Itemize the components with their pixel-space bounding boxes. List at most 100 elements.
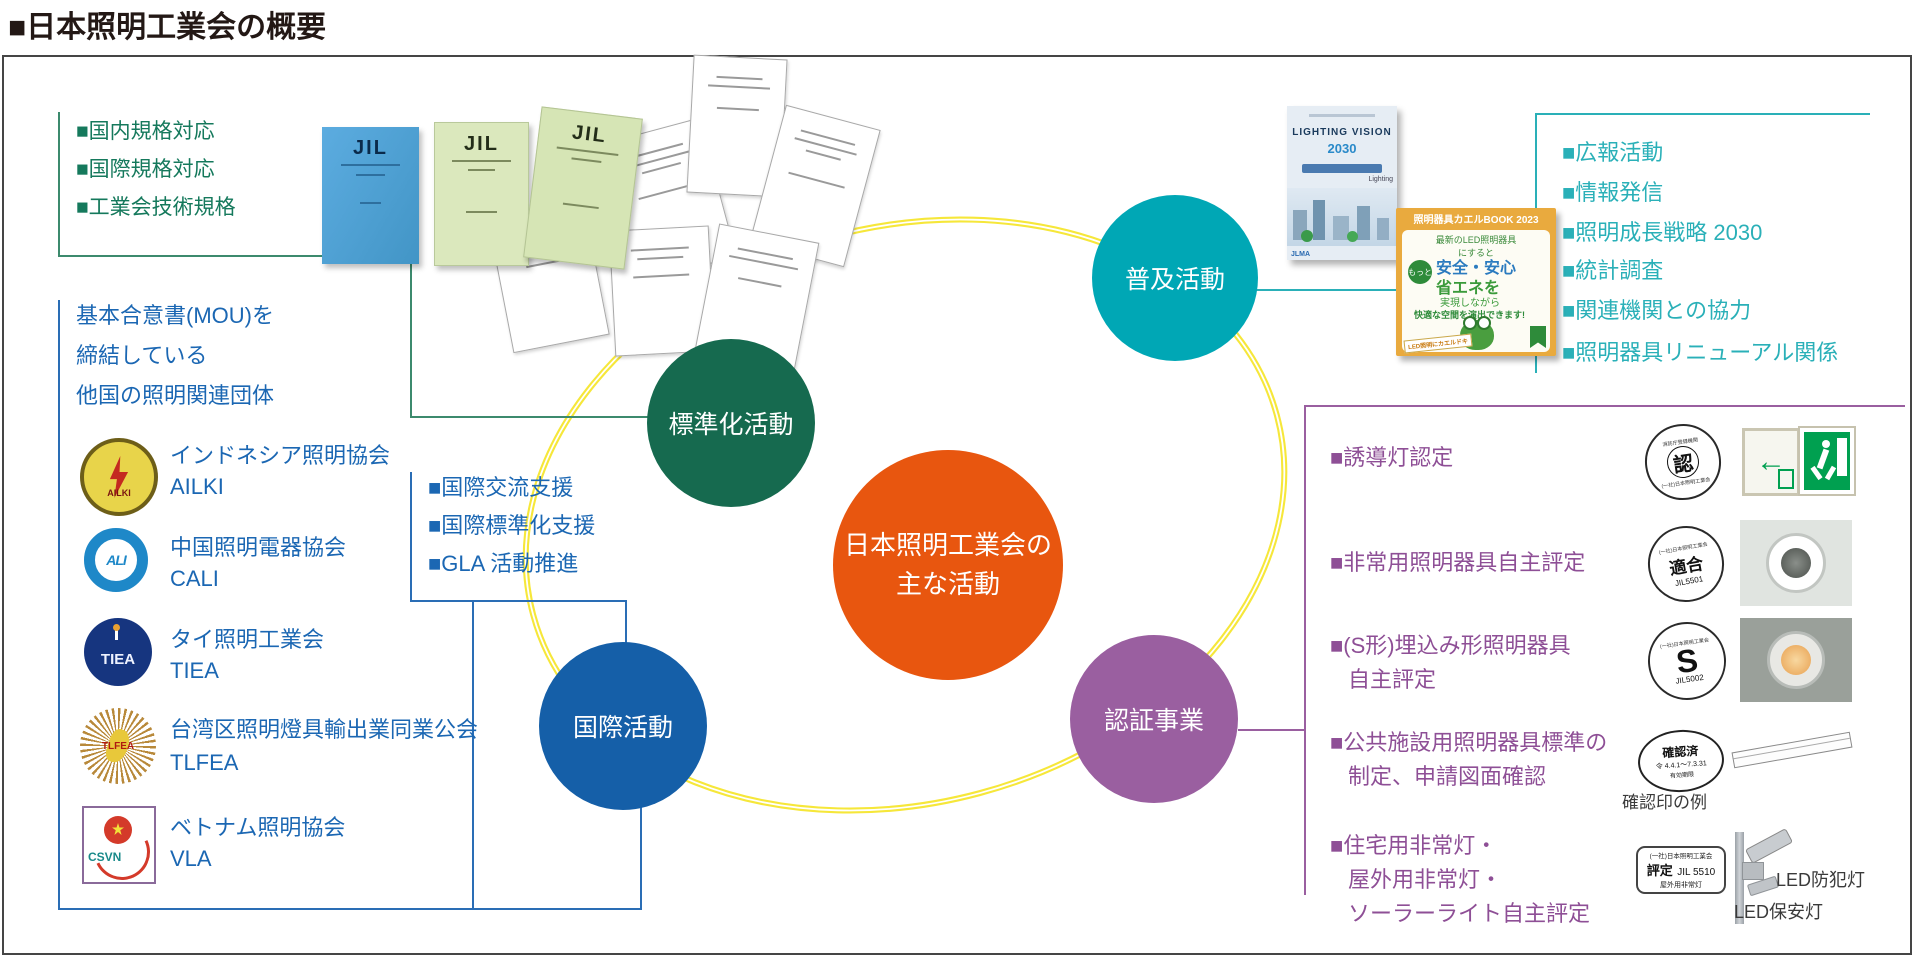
kaeru-ribbon: [1530, 326, 1546, 348]
member-acronym: AILKI: [170, 474, 224, 499]
exit-sign-runner-panel: [1798, 426, 1856, 496]
connector-mou-left: [58, 300, 60, 910]
cert-item-line2: 制定、申請図面確認: [1348, 764, 1547, 789]
member-acronym: TLFEA: [170, 750, 239, 775]
circle-standardization: 標準化活動: [647, 339, 815, 507]
connector-mou-right: [472, 600, 474, 908]
kaeru-header: 照明器具カエルBOOK 2023: [1413, 215, 1539, 226]
hyotei-line1: (一社)日本照明工業会: [1649, 853, 1713, 860]
runner-leg: [1824, 465, 1837, 481]
page-title: ■日本照明工業会の概要: [8, 11, 327, 44]
s-mark-center: S: [1673, 641, 1701, 680]
center-circle-line2: 主な活動: [895, 569, 1000, 599]
mou-heading-line: 締結している: [76, 343, 208, 368]
book-text-line: [571, 157, 602, 164]
lv-tree-icon: [1301, 230, 1313, 242]
standards-item: ■工業会技術規格: [76, 196, 236, 219]
circle-label: 認証事業: [1103, 707, 1204, 735]
kaeru-panel: 最新のLED照明器具 にすると もっと 安全・安心 省エネを 実現しながら 快適…: [1402, 230, 1550, 354]
kaeru-book-pamphlet: 照明器具カエルBOOK 2023 最新のLED照明器具 にすると もっと 安全・…: [1396, 208, 1556, 356]
connector-standards-drop: [410, 255, 412, 418]
member-name: 中国照明電器協会: [170, 535, 347, 560]
led-bohan-label: LED防犯灯: [1776, 870, 1866, 890]
intl-item: ■国際交流支援: [428, 475, 574, 500]
tiea-flame-icon: [113, 624, 120, 631]
connector-standards-to-circle: [410, 416, 672, 418]
exit-door-icon: [1778, 469, 1794, 489]
connector-standards-bottom: [58, 255, 412, 257]
circle-dissemination: 普及活動: [1092, 195, 1258, 361]
exit-arrow-icon: ←: [1756, 445, 1786, 478]
connector-intl-to-circle: [625, 600, 627, 648]
connector-ninsho-top: [1304, 405, 1905, 407]
circle-label: 普及活動: [1124, 266, 1225, 294]
cert-item: ■公共施設用照明器具標準の: [1330, 730, 1608, 755]
intl-item: ■GLA 活動推進: [428, 551, 579, 576]
circle-certification: 認証事業: [1070, 635, 1238, 803]
fukyu-item: ■広報活動: [1562, 140, 1664, 165]
kaeru-line2: 省エネを: [1436, 280, 1501, 297]
ailki-logo: AILKI: [80, 438, 158, 516]
member-acronym: VLA: [170, 846, 212, 871]
book-text-line: [359, 202, 382, 204]
book-text-line: [468, 169, 495, 171]
runner-body: [1816, 448, 1830, 470]
jil-book-label: JIL: [464, 133, 499, 155]
hyotei-line2-rest: JIL 5510: [1677, 867, 1716, 878]
cali-logo-text: ALI: [106, 552, 127, 568]
led-hoan-label: LED保安灯: [1734, 902, 1824, 922]
tiea-torch-icon: [115, 628, 118, 640]
fukyu-item: ■照明成長戦略 2030: [1562, 220, 1763, 245]
recessed-light-photo: [1740, 618, 1852, 702]
book-text-line: [451, 160, 512, 162]
kaeru-lead2: にすると: [1457, 248, 1495, 258]
book-text-line: [355, 174, 386, 176]
book-text-line: [562, 202, 599, 210]
connector-intl-left: [410, 472, 412, 602]
center-circle-line1: 日本照明工業会の: [843, 530, 1052, 560]
circle-international: 国際活動: [539, 642, 707, 810]
jil-book-green-1: JIL: [434, 122, 529, 266]
stamp-example-caption: 確認印の例: [1622, 793, 1707, 812]
tlfea-logo: TLFEA: [80, 708, 156, 784]
kaeru-tag: LED照明にカエルドキ: [1403, 333, 1473, 354]
fukyu-item: ■統計調査: [1562, 258, 1664, 283]
kaeru-line3: 実現しながら: [1440, 298, 1500, 309]
lv-tree-icon: [1347, 231, 1358, 242]
circle-label: 標準化活動: [668, 411, 794, 439]
lv-city-illustration: Lighting: [1287, 176, 1397, 246]
member-name: ベトナム照明協会: [170, 815, 346, 840]
hyotei-line3: 屋外用非常灯: [1660, 882, 1702, 889]
nin-mark-center: 認: [1664, 443, 1702, 481]
streetlight-bracket: [1742, 862, 1764, 880]
kaeru-line4: 快適な空間を演出できます!: [1414, 310, 1525, 320]
exit-sign-arrow-panel: ←: [1742, 428, 1800, 496]
member-name: タイ照明工業会: [170, 627, 325, 652]
cert-item: ■非常用照明器具自主評定: [1330, 550, 1586, 575]
cert-item: ■誘導灯認定: [1330, 445, 1454, 470]
member-acronym: CALI: [170, 566, 219, 591]
cert-item-line2: 屋外用非常灯・: [1348, 867, 1503, 892]
lighting-vision-brochure: LIGHTING VISION 2030 Lighting JLMA: [1287, 106, 1397, 260]
lv-banner: [1302, 164, 1382, 173]
tiea-logo-text: TIEA: [100, 650, 136, 668]
cali-logo: ALI: [84, 528, 148, 592]
member-name: 台湾区照明燈具輸出業同業公会: [170, 717, 479, 742]
runner-head: [1822, 440, 1830, 448]
circle-main-activities: 日本照明工業会の 主な活動: [833, 450, 1063, 680]
emergency-light-photo: [1740, 520, 1852, 606]
connector-standards-left: [58, 112, 60, 257]
book-text-line: [465, 211, 498, 213]
streetlight-pole: [1735, 832, 1744, 924]
jil-book-blue: JIL: [322, 127, 419, 264]
kaeru-lead1: 最新のLED照明器具: [1435, 235, 1517, 245]
tlfea-logo-text: TLFEA: [101, 740, 135, 752]
kaeru-line1: 安全・安心: [1436, 260, 1517, 277]
kakunin-line3: 有効期限: [1669, 772, 1695, 780]
mou-heading-line: 基本合意書(MOU)を: [76, 303, 274, 328]
cert-item-line2: 自主評定: [1348, 667, 1437, 692]
hyotei-mark: (一社)日本照明工業会 評定 JIL 5510 屋外用非常灯: [1636, 846, 1726, 894]
cert-item: ■(S形)埋込み形照明器具: [1330, 633, 1571, 658]
csvn-logo: CSVN: [82, 806, 158, 888]
